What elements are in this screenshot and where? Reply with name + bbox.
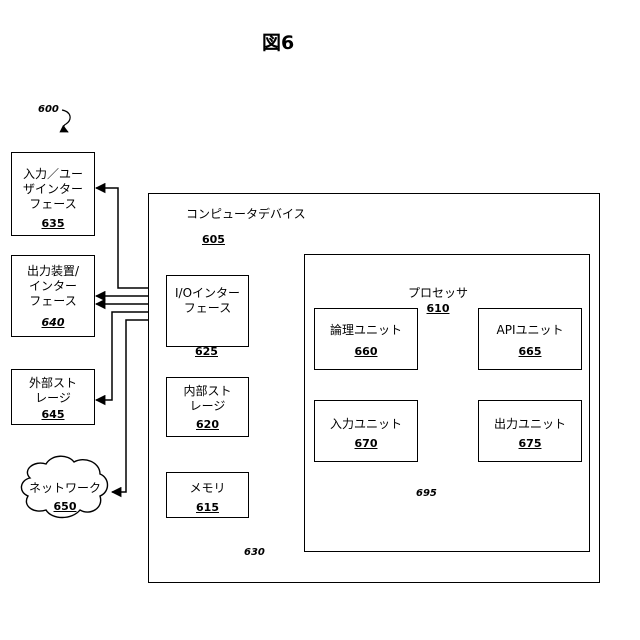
input-ui-box: 入力／ユー ザインター フェース 635	[11, 152, 95, 236]
computer-device-label: コンピュータデバイス	[186, 207, 306, 222]
figure-title: 図6	[262, 28, 294, 55]
network-label: ネットワーク	[22, 481, 108, 496]
io-interface-box: I/Oインター フェース	[166, 275, 249, 347]
output-device-label: 出力装置/ インター フェース	[12, 264, 94, 309]
network-number: 650	[52, 500, 78, 513]
processor-label-text: プロセッサ	[408, 286, 468, 300]
api-unit-label: APIユニット	[479, 323, 581, 338]
output-unit-number: 675	[479, 437, 581, 450]
input-ui-number: 635	[12, 217, 94, 230]
input-unit-number: 670	[315, 437, 417, 450]
bus-630-label: 630	[244, 547, 265, 558]
computer-device-number: 605	[202, 233, 225, 246]
memory-label: メモリ	[167, 481, 248, 496]
input-ui-label: 入力／ユー ザインター フェース	[12, 167, 94, 212]
external-storage-box: 外部スト レージ 645	[11, 369, 95, 425]
api-unit-number: 665	[479, 345, 581, 358]
external-storage-label: 外部スト レージ	[12, 376, 94, 406]
internal-storage-box: 内部スト レージ 620	[166, 377, 249, 437]
system-ref-label: 600	[38, 104, 59, 115]
input-unit-label: 入力ユニット	[315, 417, 417, 432]
external-storage-number: 645	[12, 408, 94, 421]
memory-number: 615	[167, 501, 248, 514]
output-unit-label: 出力ユニット	[479, 417, 581, 432]
memory-box: メモリ 615	[166, 472, 249, 518]
logic-unit-number: 660	[315, 345, 417, 358]
output-device-number: 640	[12, 316, 94, 329]
logic-unit-label: 論理ユニット	[315, 323, 417, 338]
io-interface-label: I/Oインター フェース	[167, 286, 248, 316]
output-unit-box: 出力ユニット 675	[478, 400, 582, 462]
api-unit-box: APIユニット 665	[478, 308, 582, 370]
output-device-box: 出力装置/ インター フェース 640	[11, 255, 95, 337]
system-ref-arrow	[62, 110, 70, 132]
processor-number: 610	[427, 302, 450, 315]
input-unit-box: 入力ユニット 670	[314, 400, 418, 462]
bus-695-label: 695	[416, 488, 437, 499]
internal-storage-label: 内部スト レージ	[167, 384, 248, 414]
internal-storage-number: 620	[167, 418, 248, 431]
io-interface-number: 625	[195, 345, 218, 358]
logic-unit-box: 論理ユニット 660	[314, 308, 418, 370]
